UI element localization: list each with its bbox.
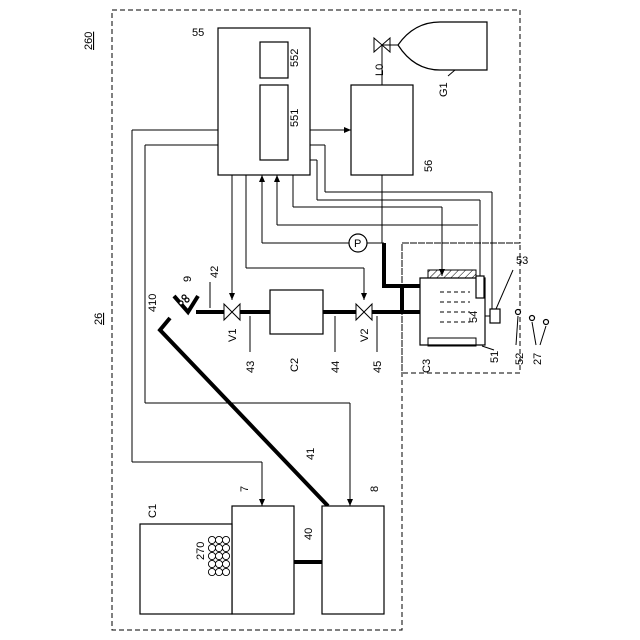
label-41: 41 <box>305 448 317 460</box>
roller-icon <box>208 544 215 551</box>
g1-leader <box>448 70 455 76</box>
leader-27a <box>532 322 536 345</box>
container-c2 <box>270 290 323 334</box>
label-54: 54 <box>468 311 480 323</box>
roller-icon <box>208 560 215 567</box>
roller-icon <box>222 560 229 567</box>
label-g1: G1 <box>438 82 450 97</box>
label-552: 552 <box>289 49 301 67</box>
leader-51 <box>482 346 494 350</box>
label-c3: C3 <box>421 359 433 373</box>
gas-cylinder-g1 <box>398 22 487 70</box>
sensor-54 <box>476 276 484 298</box>
tank-lid <box>428 270 476 278</box>
label-410: 410 <box>147 294 159 312</box>
label-44: 44 <box>330 361 342 373</box>
sensor-53 <box>490 309 500 323</box>
label-52: 52 <box>514 353 526 365</box>
sub-box-552 <box>260 42 288 78</box>
label-42: 42 <box>209 266 221 278</box>
roller-icon <box>215 568 222 575</box>
label-45: 45 <box>372 361 384 373</box>
label-270: 270 <box>195 542 207 560</box>
label-26: 26 <box>93 313 105 325</box>
roller-icon <box>222 552 229 559</box>
roller-icon <box>222 536 229 543</box>
label-51: 51 <box>489 351 501 363</box>
label-27: 27 <box>532 353 544 365</box>
valve-v2-icon <box>356 304 372 320</box>
label-l0: L0 <box>374 64 386 76</box>
label-v2: V2 <box>359 329 371 342</box>
roller-icon <box>208 568 215 575</box>
roller-stack-270 <box>208 536 229 575</box>
label-c1: C1 <box>147 504 159 518</box>
label-551: 551 <box>289 109 301 127</box>
label-43: 43 <box>245 361 257 373</box>
particle-3 <box>182 295 186 299</box>
roller-icon <box>222 544 229 551</box>
roller-icon <box>208 552 215 559</box>
terminal-1 <box>516 310 521 315</box>
label-v1: V1 <box>227 329 239 342</box>
roller-icon <box>215 560 222 567</box>
label-53: 53 <box>516 255 528 267</box>
label-8: 8 <box>369 486 381 492</box>
leader-27b <box>540 326 546 345</box>
particle-1 <box>179 301 183 305</box>
terminal-3 <box>544 320 549 325</box>
label-7: 7 <box>239 486 251 492</box>
label-55: 55 <box>192 27 204 39</box>
valve-v1-icon <box>224 304 240 320</box>
sub-box-551 <box>260 85 288 160</box>
chute-41 <box>160 318 328 506</box>
label-40: 40 <box>303 528 315 540</box>
unit-56-box <box>351 85 413 175</box>
unit-7-box <box>232 506 294 614</box>
roller-icon <box>215 536 222 543</box>
roller-icon <box>222 568 229 575</box>
leader-52 <box>516 316 518 345</box>
roller-icon <box>215 552 222 559</box>
label-9: 9 <box>182 276 194 282</box>
label-260: 260 <box>83 32 95 50</box>
roller-icon <box>208 536 215 543</box>
label-56: 56 <box>423 160 435 172</box>
leader-53 <box>496 270 513 309</box>
terminal-2 <box>530 316 535 321</box>
unit-8-box <box>322 506 384 614</box>
label-c2: C2 <box>289 358 301 372</box>
label-pump: P <box>354 238 361 250</box>
roller-icon <box>215 544 222 551</box>
